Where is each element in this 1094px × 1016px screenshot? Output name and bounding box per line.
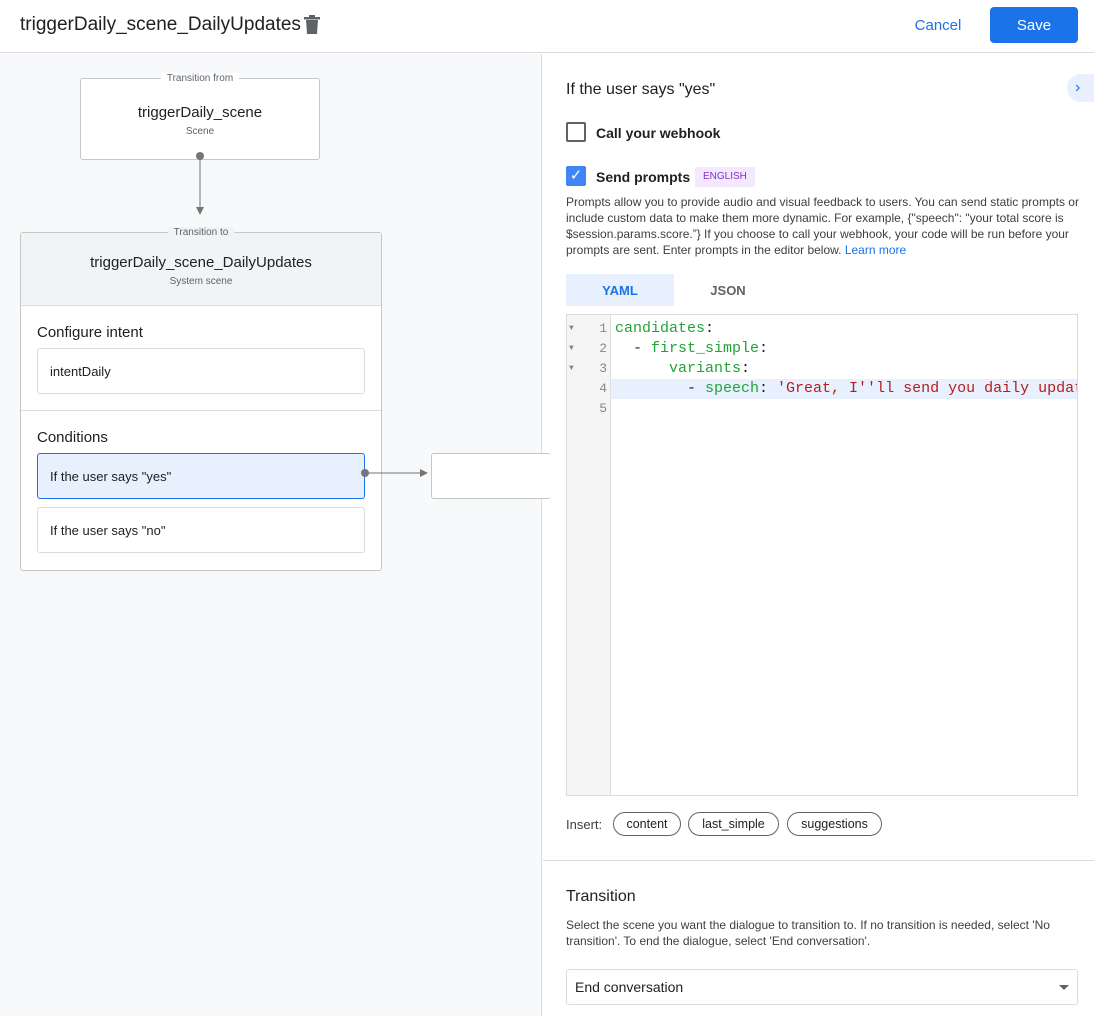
intent-item[interactable]: intentDaily [37, 348, 365, 394]
code-line: - speech: 'Great, I''ll send you daily u… [615, 380, 1077, 397]
condition-panel: › If the user says "yes" Call your webho… [543, 54, 1094, 1016]
code-editor[interactable]: ▼1 ▼2 ▼3 4 5 candidates: - first_simple:… [566, 314, 1078, 796]
transition-selected-value: End conversation [575, 979, 684, 995]
webhook-checkbox[interactable] [566, 122, 586, 142]
fold-icon[interactable]: ▼ [569, 364, 574, 373]
condition-yes[interactable]: If the user says "yes" [37, 453, 365, 499]
learn-more-link[interactable]: Learn more [844, 243, 907, 257]
scene-type: Scene [185, 126, 215, 137]
fold-icon[interactable]: ▼ [569, 324, 574, 333]
connector-arrow [196, 152, 204, 215]
fold-icon[interactable]: ▼ [569, 344, 574, 353]
transition-description: Select the scene you want the dialogue t… [566, 918, 1050, 948]
insert-label: Insert: [566, 817, 603, 832]
tab-json[interactable]: JSON [710, 282, 746, 298]
conditions-heading: Conditions [37, 429, 108, 446]
condition-no[interactable]: If the user says "no" [37, 507, 365, 553]
transition-to-label: Transition to [167, 227, 235, 238]
condition-arrow [361, 469, 428, 477]
save-button[interactable]: Save [990, 7, 1078, 43]
scene-name: triggerDaily_scene_DailyUpdates [90, 254, 312, 271]
insert-chip-content[interactable]: content [613, 812, 681, 836]
header: triggerDaily_scene_DailyUpdates Cancel S… [0, 0, 1094, 53]
send-prompts-checkbox[interactable]: ✓ [566, 166, 586, 186]
webhook-label: Call your webhook [596, 125, 721, 141]
code-line: - first_simple: [615, 340, 769, 357]
collapse-panel-chevron-icon[interactable]: › [1067, 74, 1094, 102]
code-line: candidates: [615, 320, 715, 337]
trash-icon[interactable] [304, 15, 320, 34]
page-title: triggerDaily_scene_DailyUpdates [20, 14, 301, 35]
dropdown-arrow-icon [1059, 985, 1069, 995]
flow-canvas: Transition from triggerDaily_scene Scene… [0, 54, 551, 1016]
empty-target-card[interactable] [431, 453, 551, 499]
insert-chip-suggestions[interactable]: suggestions [787, 812, 882, 836]
cancel-button[interactable]: Cancel [914, 16, 962, 34]
send-prompts-label: Send prompts [596, 169, 691, 185]
transition-heading: Transition [566, 888, 636, 905]
transition-from-label: Transition from [160, 73, 240, 84]
language-badge: ENGLISH [695, 167, 755, 187]
code-line: variants: [669, 360, 751, 377]
configure-intent-heading: Configure intent [37, 324, 143, 341]
prompts-description: Prompts allow you to provide audio and v… [566, 195, 1079, 257]
panel-title: If the user says "yes" [566, 81, 716, 98]
insert-chip-last-simple[interactable]: last_simple [688, 812, 779, 836]
transition-select[interactable]: End conversation [566, 969, 1078, 1005]
scene-name: triggerDaily_scene [137, 104, 263, 121]
transition-to-card: Transition to triggerDaily_scene_DailyUp… [20, 227, 382, 571]
transition-from-card[interactable]: Transition from triggerDaily_scene Scene [80, 73, 320, 160]
tab-yaml[interactable]: YAML [566, 274, 674, 306]
scene-type: System scene [169, 276, 233, 287]
